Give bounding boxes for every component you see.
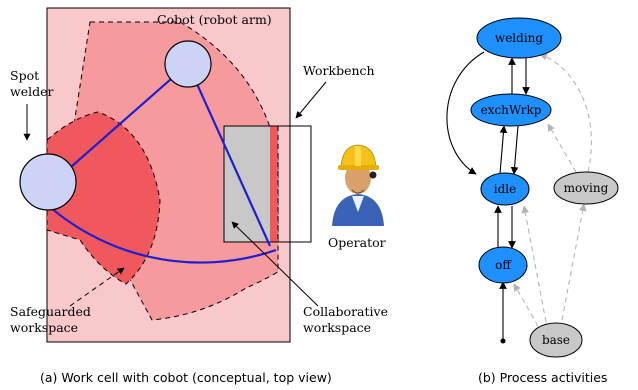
edge-base-to-idle [521, 205, 547, 323]
workbench-red-strip [270, 126, 278, 242]
panel-b-caption: (b) Process activities [478, 370, 607, 385]
safeguarded-arrow [69, 267, 125, 307]
node-welding: welding [476, 17, 562, 59]
shoulder-joint [164, 40, 212, 88]
collaborative-arrow [231, 221, 319, 307]
node-moving-label: moving [564, 181, 609, 195]
node-base: base [529, 322, 583, 358]
node-exchwrkp: exchWrkp [470, 93, 552, 127]
panel-a-caption: (a) Work cell with cobot (conceptual, to… [40, 370, 332, 385]
edge-base-to-moving [561, 203, 587, 321]
panel-b: welding exchWrkp idle moving off base (b… [446, 17, 619, 385]
node-exchwrkp-label: exchWrkp [481, 103, 542, 117]
operator-icon [332, 144, 384, 226]
operator-label: Operator [328, 235, 386, 250]
workbench-arrow [295, 81, 327, 119]
reach-arc [37, 195, 277, 264]
node-off-label: off [495, 258, 512, 272]
spot-welder-label-line1: Spot [10, 68, 39, 83]
spot-welder-label-line2: welder [10, 84, 53, 99]
node-idle-label: idle [494, 182, 516, 196]
workbench-label: Workbench [303, 63, 375, 78]
welder-zone [47, 111, 161, 285]
panel-a: Cobot (robot arm) Spot welder Workbench … [10, 7, 388, 385]
start-point [500, 338, 506, 344]
safeguarded-label-line2: workspace [10, 320, 78, 335]
collaborative-label-line1: Collaborative [303, 304, 388, 319]
edge-welding-to-idle [446, 51, 485, 175]
safeguarded-label-line1: Safeguarded [10, 304, 91, 319]
node-base-label: base [542, 333, 570, 347]
welder-joint [19, 153, 77, 211]
edge-idle-to-exchwrkp [499, 125, 508, 175]
node-idle: idle [480, 172, 530, 206]
collaborative-workspace-area [224, 126, 270, 242]
edge-base-to-off [513, 283, 539, 327]
collaborative-label-line2: workspace [303, 320, 371, 335]
node-moving: moving [553, 171, 619, 205]
edge-moving-to-exchwrkp [547, 123, 577, 173]
node-welding-label: welding [495, 31, 543, 45]
edge-exchwrkp-to-idle [510, 125, 519, 175]
cobot-label: Cobot (robot arm) [157, 12, 272, 27]
node-off: off [478, 246, 528, 284]
edge-moving-to-welding [539, 53, 592, 173]
